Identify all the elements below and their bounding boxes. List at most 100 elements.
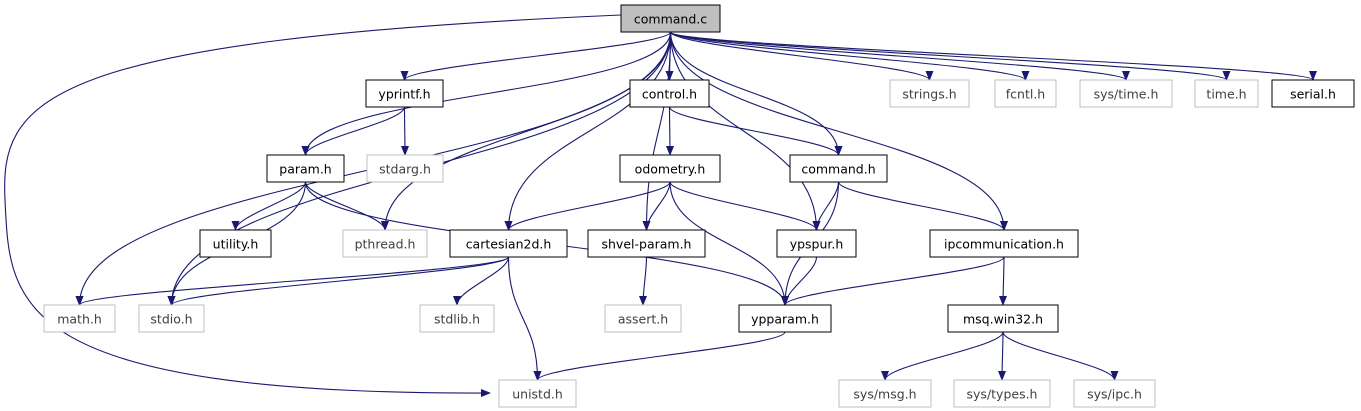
- edge-ipcommunication-h-to-msq-win32-h: [999, 256, 1008, 306]
- node-box: [789, 154, 888, 183]
- node-label: cartesian2d.h: [466, 237, 552, 252]
- node-box: [620, 4, 721, 33]
- edge-command-c-to-shvel-param-h: [642, 31, 672, 231]
- edge-command-c-to-time-h: [669, 31, 1231, 81]
- node-param-h[interactable]: param.h: [266, 154, 345, 183]
- edge-msq-win32-h-to-sys-ipc-h: [1002, 331, 1119, 381]
- node-yprintf-h[interactable]: yprintf.h: [365, 79, 444, 108]
- edge-command-c-to-param-h: [301, 31, 672, 156]
- node-command-c[interactable]: command.c: [620, 4, 721, 33]
- node-box: [1079, 79, 1173, 108]
- edge-cartesian2d-h-to-unistd-h: [507, 256, 542, 381]
- edge-odometry-h-to-ypparam-h: [669, 181, 789, 306]
- edge-command-h-to-ipcommunication-h: [837, 181, 1008, 231]
- node-fcntl-h: fcntl.h: [994, 79, 1057, 108]
- edge-shvel-param-h-to-assert-h: [639, 256, 648, 306]
- edge-param-h-to-utility-h: [231, 181, 307, 231]
- node-label: math.h: [57, 312, 102, 327]
- node-label: utility.h: [213, 237, 259, 252]
- node-box: [738, 304, 832, 333]
- edge-command-c-to-unistd-h: [4, 14, 622, 398]
- node-label: pthread.h: [355, 237, 416, 252]
- node-label: stdlib.h: [434, 312, 480, 327]
- node-utility-h[interactable]: utility.h: [199, 229, 272, 258]
- node-box: [947, 304, 1059, 333]
- node-label: serial.h: [1290, 87, 1336, 102]
- node-command-h[interactable]: command.h: [789, 154, 888, 183]
- node-box: [419, 304, 495, 333]
- edge-command-h-to-ypspur-h: [812, 181, 840, 231]
- node-stdio-h: stdio.h: [138, 304, 205, 333]
- node-sys-ipc-h: sys/ipc.h: [1073, 379, 1156, 408]
- node-label: unistd.h: [512, 387, 563, 402]
- node-label: control.h: [642, 87, 697, 102]
- node-box: [43, 304, 116, 333]
- edge-command-c-to-yprintf-h: [400, 31, 672, 81]
- node-ipcommunication-h[interactable]: ipcommunication.h: [929, 229, 1079, 258]
- node-box: [1194, 79, 1259, 108]
- edge-msq-win32-h-to-sys-types-h: [998, 331, 1007, 381]
- node-sys-types-h: sys/types.h: [953, 379, 1051, 408]
- node-stdarg-h: stdarg.h: [366, 154, 444, 183]
- node-box: [365, 79, 444, 108]
- edge-yprintf-h-to-stdarg-h: [400, 106, 409, 156]
- node-label: sys/msg.h: [853, 387, 916, 402]
- node-ypparam-h[interactable]: ypparam.h: [738, 304, 832, 333]
- node-box: [604, 304, 682, 333]
- node-box: [498, 379, 577, 408]
- node-pthread-h: pthread.h: [342, 229, 428, 258]
- node-label: stdio.h: [150, 312, 192, 327]
- node-odometry-h[interactable]: odometry.h: [619, 154, 721, 183]
- node-stdlib-h: stdlib.h: [419, 304, 495, 333]
- edge-param-h-to-pthread-h: [304, 181, 389, 231]
- edge-odometry-h-to-ypspur-h: [669, 181, 821, 231]
- node-box: [929, 229, 1079, 258]
- node-box: [629, 79, 710, 108]
- node-label: ipcommunication.h: [944, 237, 1064, 252]
- node-label: command.c: [634, 12, 707, 27]
- node-box: [587, 229, 706, 258]
- node-sys-time-h: sys/time.h: [1079, 79, 1173, 108]
- header-nodes: command.c yprintf.h control.h strings.h fcnt…: [43, 4, 1355, 408]
- edge-control-h-to-odometry-h: [665, 106, 674, 156]
- dependency-edges: [4, 14, 1317, 398]
- node-label: sys/types.h: [967, 387, 1038, 402]
- edge-odometry-h-to-shvel-param-h: [642, 181, 671, 231]
- node-label: param.h: [279, 162, 331, 177]
- node-label: yprintf.h: [378, 87, 430, 102]
- node-box: [1073, 379, 1156, 408]
- node-unistd-h: unistd.h: [498, 379, 577, 408]
- node-box: [138, 304, 205, 333]
- edge-command-c-to-command-h: [669, 31, 843, 156]
- edge-command-c-to-sys-time-h: [669, 31, 1130, 81]
- node-label: strings.h: [902, 87, 956, 102]
- node-box: [776, 229, 857, 258]
- edge-ypparam-h-to-unistd-h: [533, 331, 786, 381]
- node-sys-msg-h: sys/msg.h: [838, 379, 932, 408]
- node-label: shvel-param.h: [602, 237, 692, 252]
- node-control-h[interactable]: control.h: [629, 79, 710, 108]
- node-label: ypspur.h: [790, 237, 844, 252]
- node-assert-h: assert.h: [604, 304, 682, 333]
- node-label: sys/ipc.h: [1087, 387, 1142, 402]
- node-box: [1271, 79, 1355, 108]
- node-serial-h[interactable]: serial.h: [1271, 79, 1355, 108]
- edge-ipcommunication-h-to-ypparam-h: [781, 256, 1005, 306]
- node-box: [953, 379, 1051, 408]
- node-box: [838, 379, 932, 408]
- edge-command-c-to-strings-h: [669, 31, 934, 81]
- node-box: [449, 229, 568, 258]
- node-label: fcntl.h: [1006, 87, 1045, 102]
- node-label: ypparam.h: [751, 312, 819, 327]
- node-msq-win32-h[interactable]: msq.win32.h: [947, 304, 1059, 333]
- node-strings-h: strings.h: [889, 79, 970, 108]
- node-box: [266, 154, 345, 183]
- node-label: odometry.h: [635, 162, 706, 177]
- node-time-h: time.h: [1194, 79, 1259, 108]
- node-cartesian2d-h[interactable]: cartesian2d.h: [449, 229, 568, 258]
- node-ypspur-h[interactable]: ypspur.h: [776, 229, 857, 258]
- edge-msq-win32-h-to-sys-msg-h: [881, 331, 1004, 381]
- node-shvel-param-h[interactable]: shvel-param.h: [587, 229, 706, 258]
- node-box: [994, 79, 1057, 108]
